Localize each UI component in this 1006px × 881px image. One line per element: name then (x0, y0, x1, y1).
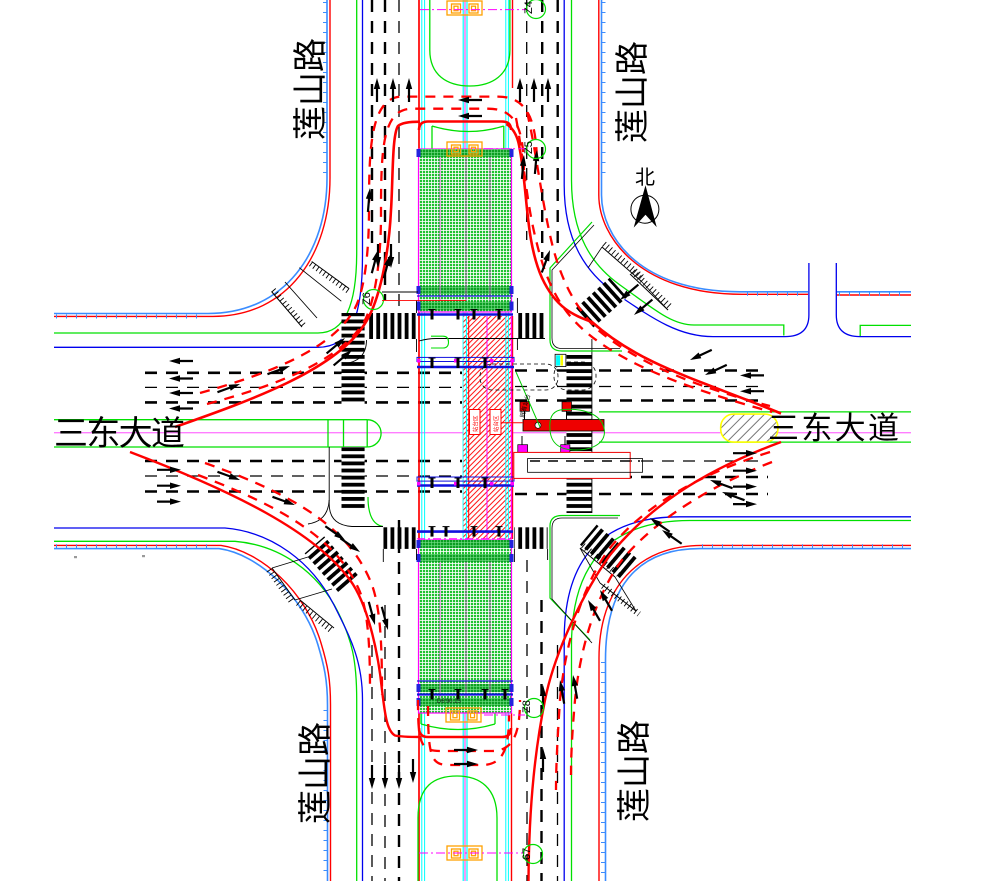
svg-text:莲山路: 莲山路 (292, 38, 330, 140)
svg-text:莲山路: 莲山路 (614, 41, 652, 143)
svg-text:站台区: 站台区 (472, 415, 480, 432)
svg-text:莲山路: 莲山路 (616, 720, 654, 822)
svg-text:D6'90.15: D6'90.15 (437, 699, 461, 705)
svg-text:北: 北 (635, 166, 655, 189)
svg-text:莲山路: 莲山路 (297, 722, 335, 824)
svg-text:Z4: Z4 (523, 1, 535, 14)
svg-text:Z5: Z5 (523, 141, 535, 154)
svg-text:Z6: Z6 (361, 292, 373, 305)
svg-text:站台区: 站台区 (492, 415, 500, 432)
svg-text:Z8: Z8 (521, 700, 533, 713)
svg-text:三东大道: 三东大道 (54, 415, 185, 453)
svg-text:67: 67 (521, 848, 533, 860)
